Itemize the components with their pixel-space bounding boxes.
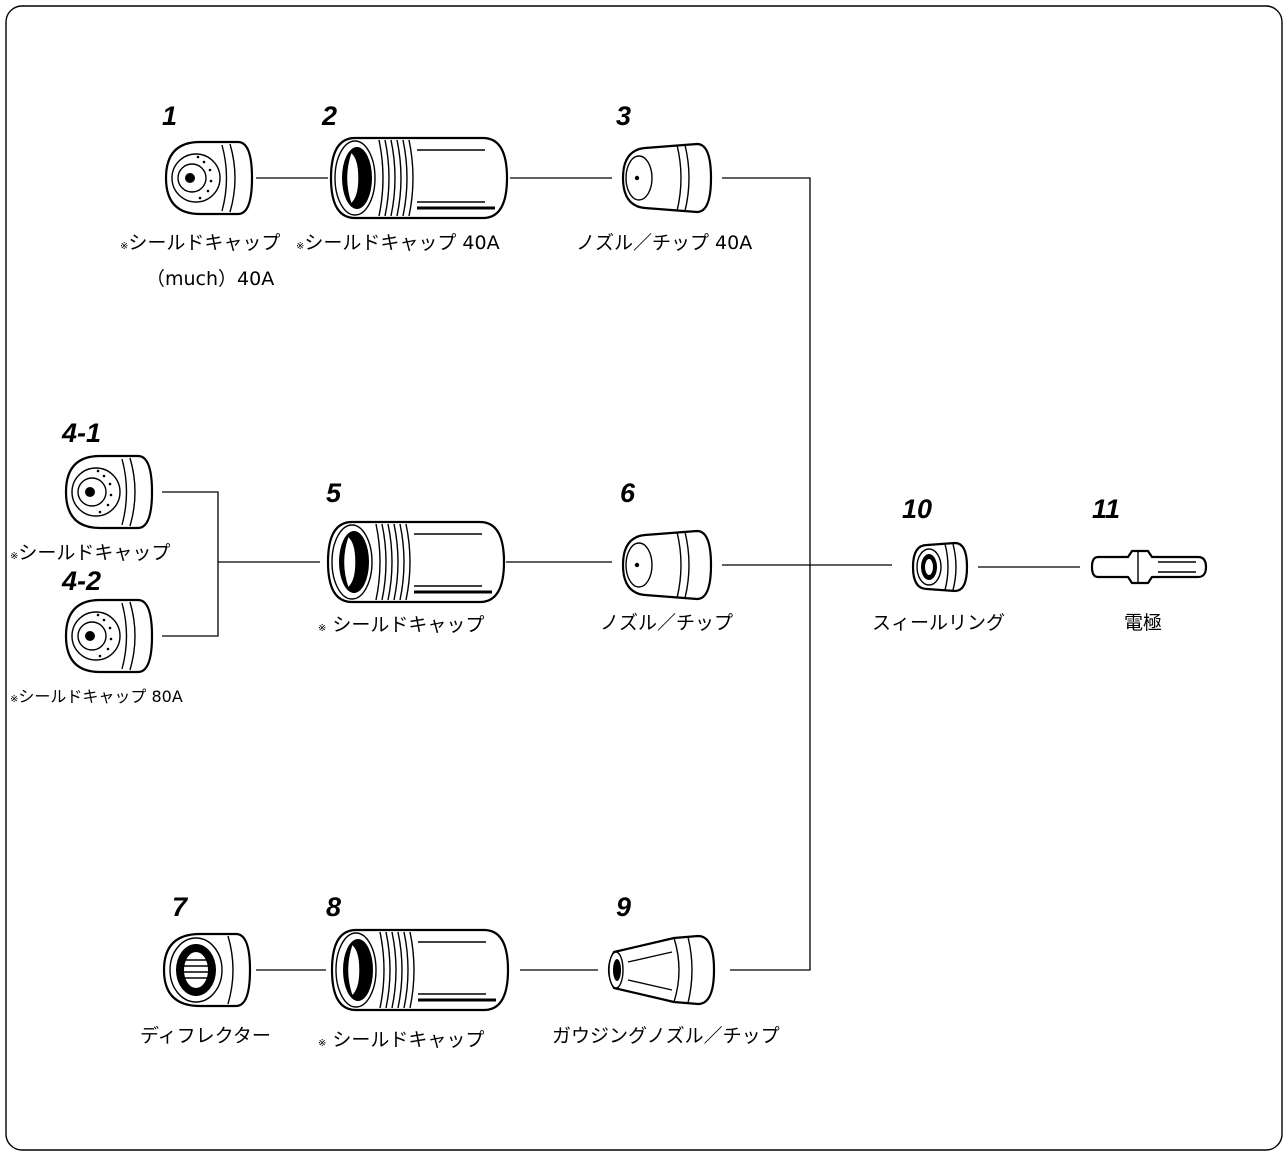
shield-cap-icon — [330, 928, 510, 1012]
part-label: ノズル／チップ — [600, 612, 733, 634]
part-number: 7 — [172, 892, 189, 922]
part-number: 5 — [326, 478, 342, 508]
shield-cap-icon — [329, 136, 509, 220]
part-number: 1 — [162, 101, 177, 131]
part-label: ※シールドキャップ — [318, 1029, 484, 1051]
nozzle-tip-icon — [621, 529, 713, 601]
part-label: 電極 — [1124, 612, 1162, 634]
part-number: 4-1 — [61, 418, 101, 448]
shield-cap-icon — [164, 140, 254, 216]
part-number: 6 — [620, 478, 636, 508]
part-label: ※シールドキャップ 80A — [10, 687, 183, 706]
shield-cap-icon — [64, 598, 154, 674]
part-number: 3 — [616, 101, 631, 131]
part-label-line2: （much）40A — [146, 268, 274, 290]
part-number: 10 — [902, 494, 932, 524]
connector-lines — [162, 177, 1080, 971]
part-number: 11 — [1092, 494, 1120, 524]
part-number: 9 — [616, 892, 631, 922]
swirl-ring-icon — [911, 541, 969, 593]
part-number: 4-2 — [61, 566, 101, 596]
nozzle-tip-icon — [621, 142, 713, 214]
shield-cap-icon — [326, 520, 506, 604]
deflector-icon — [162, 932, 252, 1008]
shield-cap-icon — [64, 454, 154, 530]
part-label: ※シールドキャップ — [120, 232, 280, 254]
part-label: ガウジングノズル／チップ — [552, 1025, 780, 1047]
part-label: ※シールドキャップ — [10, 542, 170, 564]
part-label: ノズル／チップ 40A — [576, 232, 752, 254]
part-label: ※シールドキャップ 40A — [296, 232, 500, 254]
part-number: 2 — [321, 101, 337, 131]
part-label: ディフレクター — [140, 1025, 271, 1047]
part-label: ※シールドキャップ — [318, 614, 484, 636]
part-label: スィールリング — [872, 612, 1005, 634]
part-number: 8 — [326, 892, 341, 922]
